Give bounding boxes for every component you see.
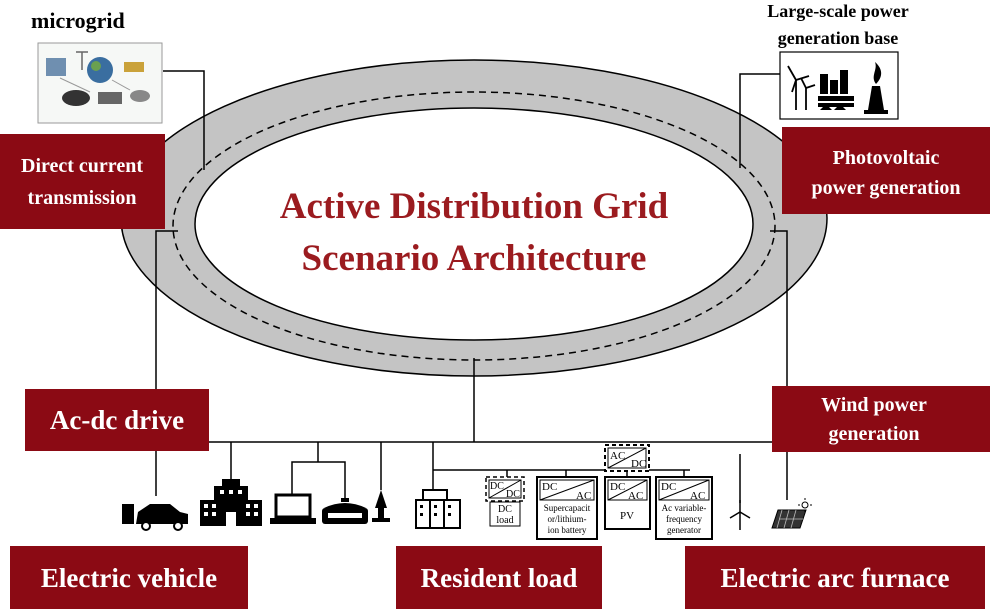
solar-panel-icon: [771, 498, 812, 529]
electric-vehicle-box: Electric vehicle: [10, 546, 248, 609]
electric-arc-furnace-box: Electric arc furnace: [685, 546, 985, 609]
microgrid-label: microgrid: [31, 8, 125, 33]
generator-label-line-1: Ac variable-: [662, 503, 707, 513]
supercap-label-line-3: ion battery: [548, 525, 587, 535]
building-icon: [200, 479, 262, 526]
microgrid-image: [37, 42, 163, 124]
supercapacitor-unit: DC AC Supercapacit or/lithium- ion batte…: [536, 476, 598, 540]
acdc-drive-label: Ac-dc drive: [50, 405, 184, 435]
top-acdc-converter: AC DC: [604, 444, 650, 472]
wind-power-line-2: generation: [828, 423, 919, 445]
photovoltaic-box: Photovoltaic power generation: [782, 127, 990, 214]
lamp-icon: [372, 490, 390, 522]
factory-icon: [818, 70, 854, 110]
wind-turbine-icon: [787, 65, 816, 110]
generator-converter-dc: DC: [661, 481, 676, 493]
top-converter-ac: AC: [610, 450, 625, 462]
dc-transmission-box: Direct current transmission: [0, 134, 165, 229]
supercap-label-line-1: Supercapacit: [544, 503, 591, 513]
supercap-converter-ac: AC: [576, 490, 591, 502]
dc-load-converter-dc-1: DC: [490, 481, 504, 492]
title-line-2: Scenario Architecture: [302, 238, 647, 279]
rice-cooker-icon: [322, 498, 368, 524]
electric-vehicle-label: Electric vehicle: [41, 563, 217, 593]
electric-car-icon: [122, 504, 188, 531]
dc-transmission-line-1: Direct current: [21, 155, 143, 177]
resident-load-box: Resident load: [396, 546, 602, 609]
supercap-label-line-2: or/lithium-: [548, 514, 587, 524]
supercap-converter-dc: DC: [542, 481, 557, 493]
pv-label: PV: [620, 510, 634, 522]
small-wind-turbine-icon: [729, 500, 751, 530]
residential-blocks-icon: [415, 489, 461, 529]
dc-load-label-line-1: DC: [498, 504, 512, 515]
pv-unit: DC AC PV: [604, 476, 651, 530]
generator-converter-ac: AC: [690, 490, 705, 502]
pv-converter-ac: AC: [628, 490, 643, 502]
dc-load-unit: DC DC DC load: [485, 476, 525, 527]
dc-load-label-line-2: load: [496, 515, 513, 526]
laptop-icon: [270, 493, 316, 524]
top-converter-dc: DC: [631, 458, 646, 470]
photovoltaic-line-1: Photovoltaic: [833, 147, 940, 169]
large-scale-label-line-2: generation base: [778, 28, 899, 48]
inner-ellipse: [194, 107, 754, 341]
dc-transmission-line-2: transmission: [28, 187, 137, 209]
photovoltaic-line-2: power generation: [811, 177, 960, 199]
large-scale-label-line-1: Large-scale power: [767, 1, 908, 21]
title-line-1: Active Distribution Grid: [280, 186, 669, 227]
electric-arc-furnace-label: Electric arc furnace: [721, 563, 950, 593]
resident-load-label: Resident load: [421, 563, 578, 593]
pv-converter-dc: DC: [610, 481, 625, 493]
generator-label-line-2: frequency: [666, 514, 702, 524]
wind-power-box: Wind power generation: [772, 386, 990, 452]
wind-power-line-1: Wind power: [821, 394, 927, 416]
acdc-drive-box: Ac-dc drive: [25, 389, 209, 451]
generator-label-line-3: generator: [667, 525, 701, 535]
flame-tower-icon: [864, 62, 888, 114]
generator-unit: DC AC Ac variable- frequency generator: [655, 476, 713, 540]
dc-load-converter-dc-2: DC: [506, 489, 520, 500]
